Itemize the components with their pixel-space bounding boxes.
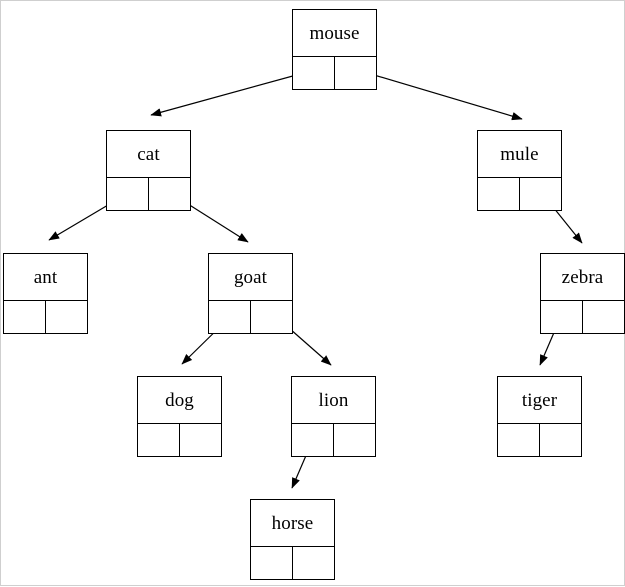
node-right-pointer-horse[interactable] (293, 547, 335, 580)
tree-node-ant[interactable]: ant (3, 253, 88, 334)
node-right-pointer-lion[interactable] (334, 424, 376, 457)
node-left-pointer-goat[interactable] (209, 301, 251, 334)
node-right-pointer-zebra[interactable] (583, 301, 625, 334)
node-pointer-row-goat (209, 301, 292, 334)
node-right-pointer-tiger[interactable] (540, 424, 582, 457)
tree-node-mouse[interactable]: mouse (292, 9, 377, 90)
node-right-pointer-cat[interactable] (149, 178, 191, 211)
node-right-pointer-goat[interactable] (251, 301, 293, 334)
node-left-pointer-cat[interactable] (107, 178, 149, 211)
tree-node-horse[interactable]: horse (250, 499, 335, 580)
node-pointer-row-zebra (541, 301, 624, 334)
tree-node-cat[interactable]: cat (106, 130, 191, 211)
node-left-pointer-mouse[interactable] (293, 57, 335, 90)
node-label-mouse: mouse (293, 10, 376, 57)
node-label-zebra: zebra (541, 254, 624, 301)
node-pointer-row-lion (292, 424, 375, 457)
node-label-tiger: tiger (498, 377, 581, 424)
node-pointer-row-tiger (498, 424, 581, 457)
tree-node-mule[interactable]: mule (477, 130, 562, 211)
node-label-cat: cat (107, 131, 190, 178)
node-pointer-row-cat (107, 178, 190, 211)
node-left-pointer-zebra[interactable] (541, 301, 583, 334)
tree-node-tiger[interactable]: tiger (497, 376, 582, 457)
node-right-pointer-mouse[interactable] (335, 57, 377, 90)
tree-node-lion[interactable]: lion (291, 376, 376, 457)
node-label-horse: horse (251, 500, 334, 547)
node-label-dog: dog (138, 377, 221, 424)
node-pointer-row-dog (138, 424, 221, 457)
node-left-pointer-tiger[interactable] (498, 424, 540, 457)
node-right-pointer-mule[interactable] (520, 178, 562, 211)
node-pointer-row-ant (4, 301, 87, 334)
tree-edge-mouse-to-cat (150, 70, 312, 117)
node-label-lion: lion (292, 377, 375, 424)
node-pointer-row-mule (478, 178, 561, 211)
node-pointer-row-horse (251, 547, 334, 580)
node-left-pointer-horse[interactable] (251, 547, 293, 580)
node-left-pointer-lion[interactable] (292, 424, 334, 457)
node-label-goat: goat (209, 254, 292, 301)
node-label-mule: mule (478, 131, 561, 178)
tree-edge-mouse-to-mule (353, 68, 523, 121)
tree-node-goat[interactable]: goat (208, 253, 293, 334)
tree-node-dog[interactable]: dog (137, 376, 222, 457)
node-left-pointer-ant[interactable] (4, 301, 46, 334)
node-pointer-row-mouse (293, 57, 376, 90)
node-left-pointer-dog[interactable] (138, 424, 180, 457)
node-right-pointer-dog[interactable] (180, 424, 222, 457)
node-label-ant: ant (4, 254, 87, 301)
node-right-pointer-ant[interactable] (46, 301, 88, 334)
node-left-pointer-mule[interactable] (478, 178, 520, 211)
tree-node-zebra[interactable]: zebra (540, 253, 625, 334)
